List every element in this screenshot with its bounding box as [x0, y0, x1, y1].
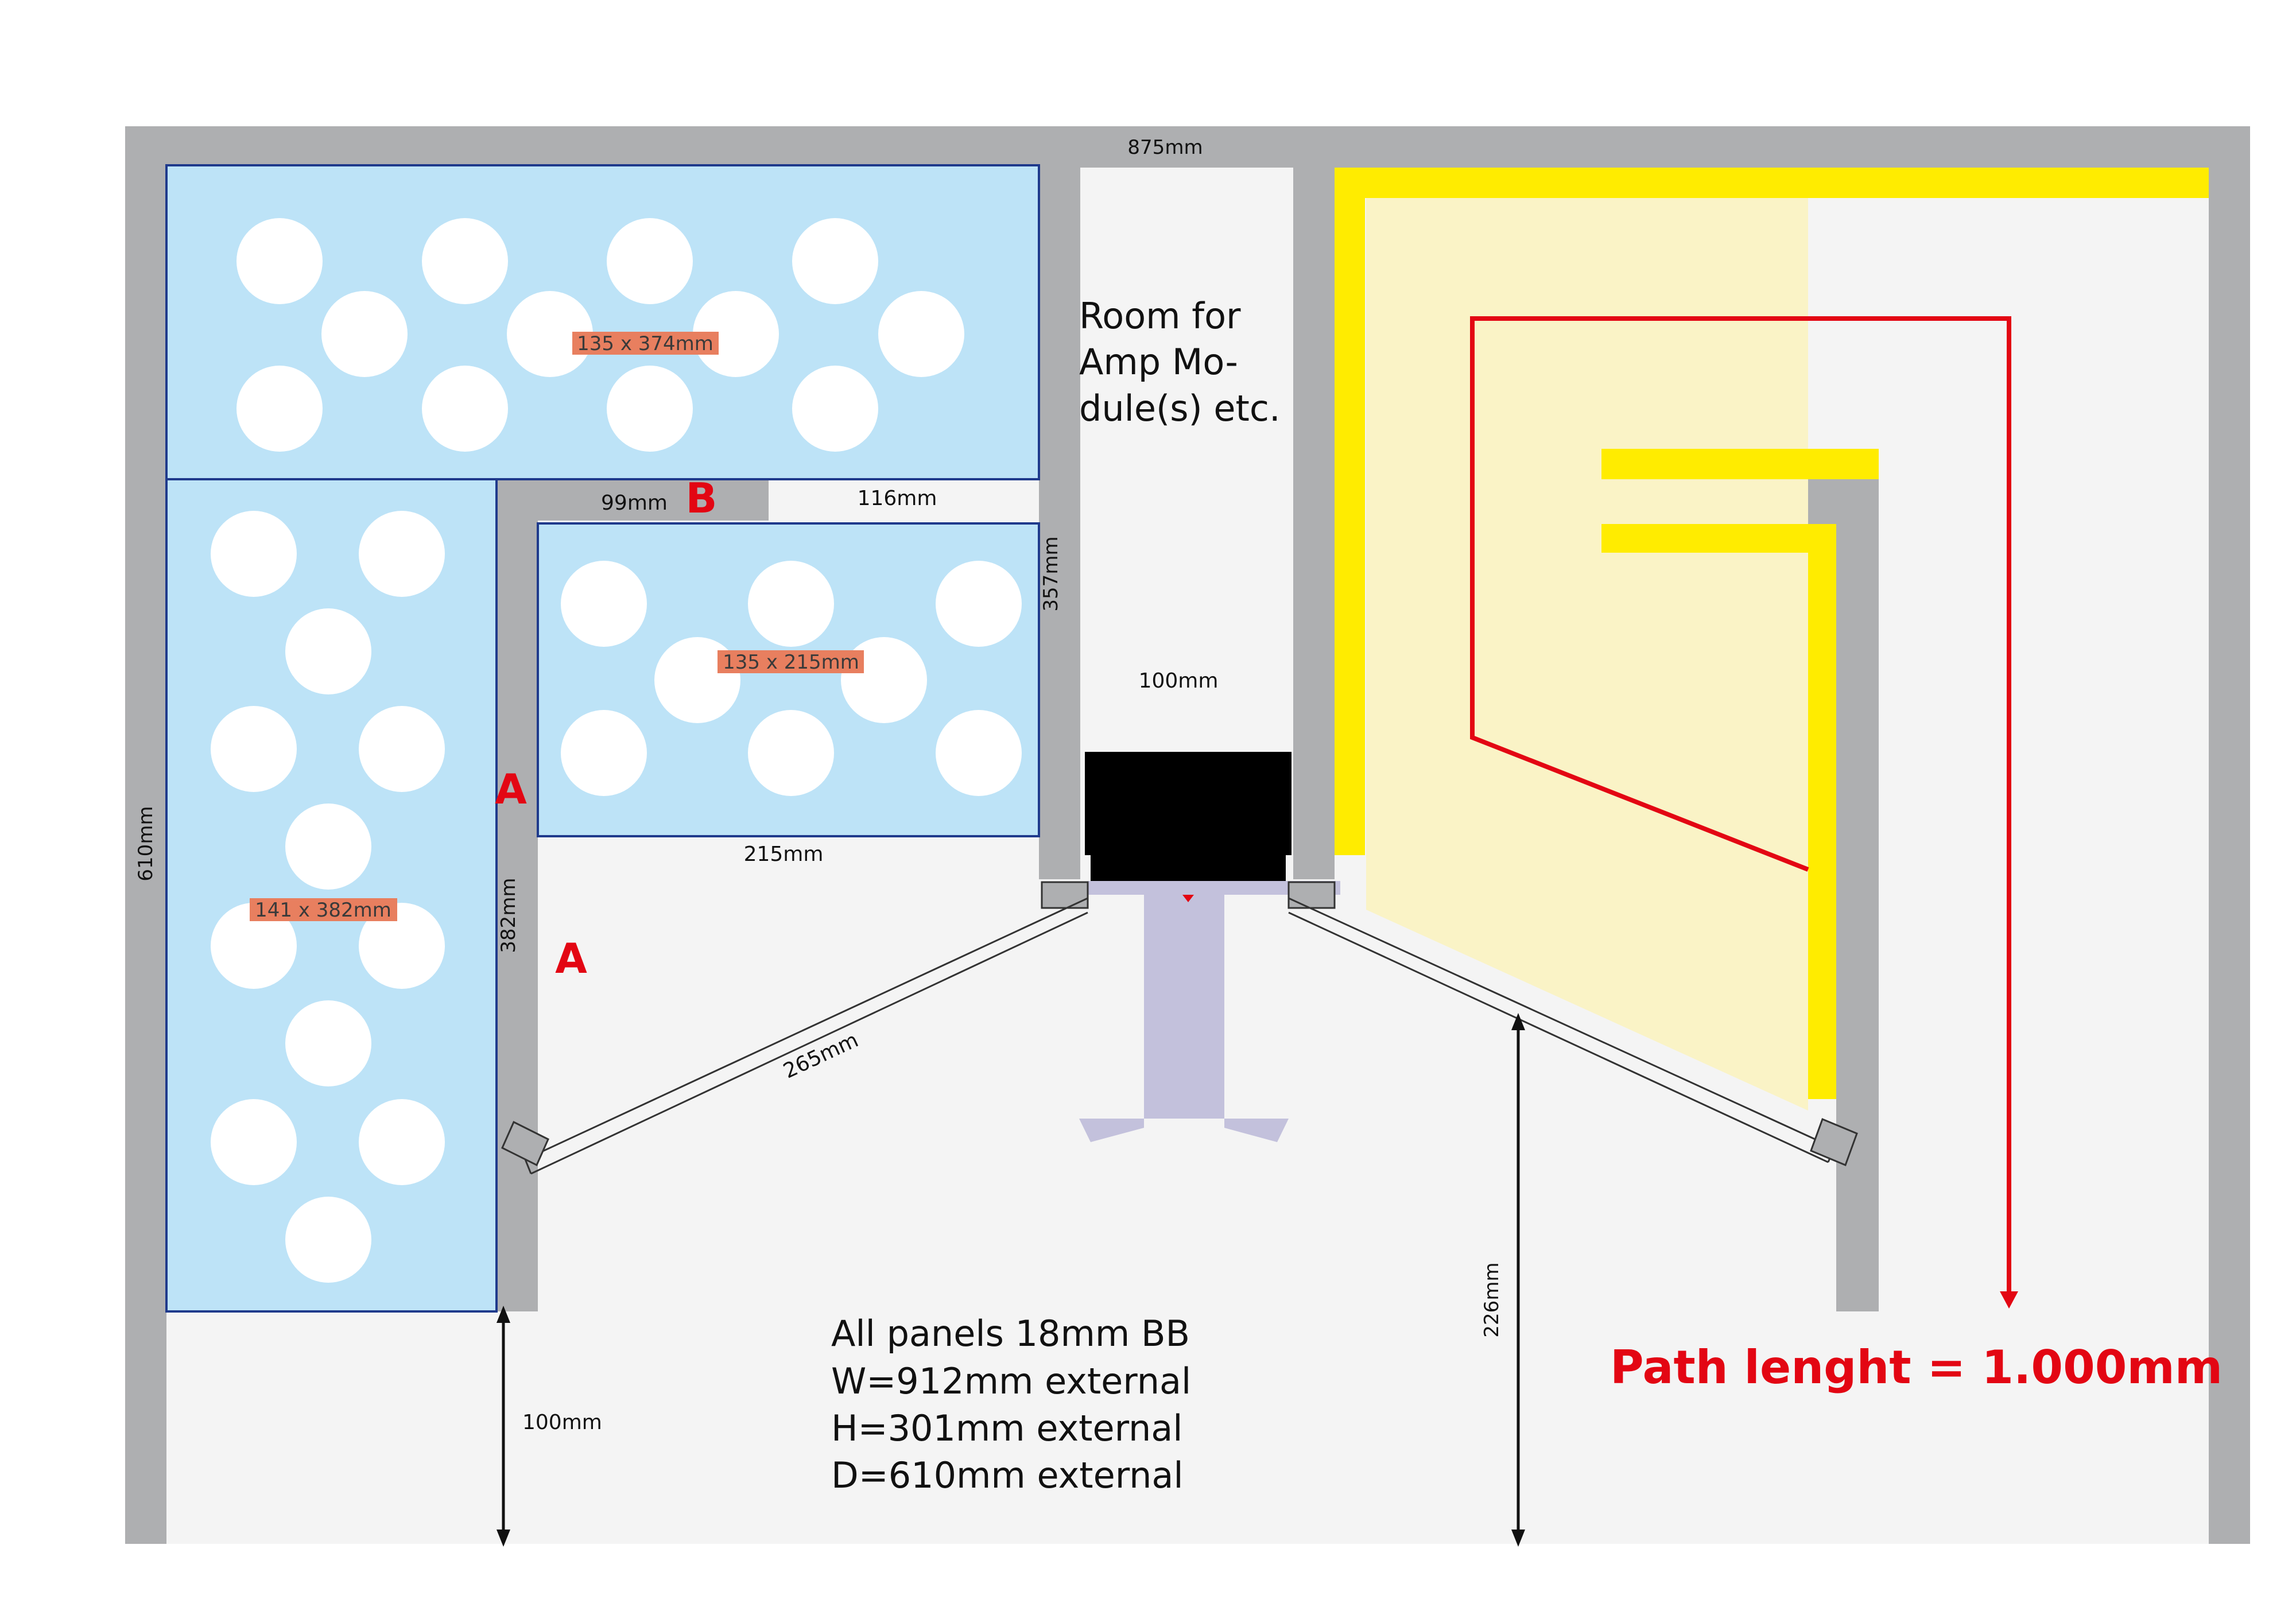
hole — [321, 291, 408, 377]
right-wall — [2209, 126, 2250, 1544]
dim-arrow-left-head-bottom — [497, 1530, 510, 1547]
speaker-driver — [1085, 752, 1292, 855]
spec-line-4: D=610mm external — [831, 1454, 1184, 1496]
hole — [285, 608, 371, 694]
light-yellow-absorber — [1366, 198, 1808, 1111]
stand-foot-left — [1079, 1119, 1144, 1142]
dim-bottom-gap-left: 100mm — [522, 1411, 602, 1434]
hole — [285, 1197, 371, 1283]
dim-arrow-right-head-bottom — [1511, 1530, 1525, 1547]
dim-inner-width: 215mm — [744, 843, 824, 866]
path-length-route — [1470, 316, 2011, 1297]
speaker-driver-lip — [1091, 855, 1286, 881]
yellow-lining-left — [1335, 168, 1365, 855]
label-bg-left — [250, 898, 397, 921]
room-note-line-3: dule(s) etc. — [1079, 387, 1281, 429]
hole — [422, 366, 508, 452]
hole — [359, 706, 445, 792]
right-vertical-baffle — [1836, 479, 1879, 1311]
absorber-holes — [211, 218, 1022, 1283]
hole — [211, 1099, 297, 1185]
hole — [561, 710, 647, 796]
dim-arrow-left-head-top — [497, 1306, 510, 1323]
slot-left-partition — [1039, 168, 1080, 879]
yellow-lining-baffle-side — [1808, 524, 1836, 1099]
panel-label-top: 135 x 374mm — [577, 332, 713, 355]
dim-slot-height: 357mm — [1040, 536, 1062, 611]
yellow-lining-top — [1335, 168, 2209, 198]
label-bg-middle — [718, 650, 864, 673]
hole — [792, 366, 878, 452]
path-length-label: Path lenght = 1.000mm — [1610, 1341, 2223, 1394]
yellow-lining-baffle-under — [1601, 524, 1836, 553]
hole — [841, 637, 927, 723]
dim-left-height: 610mm — [134, 806, 157, 881]
spec-line-2: W=912mm external — [831, 1360, 1191, 1402]
hole — [936, 710, 1022, 796]
room-note-line-2: Amp Mo- — [1079, 341, 1238, 383]
top-wall — [125, 126, 2209, 168]
hole — [507, 291, 593, 377]
hole — [236, 218, 323, 304]
spec-line-3: H=301mm external — [831, 1407, 1183, 1449]
hole — [561, 561, 647, 647]
marker-a-upper: A — [495, 765, 527, 813]
hole — [422, 218, 508, 304]
hole — [748, 561, 834, 647]
dim-gap-116: 116mm — [858, 487, 937, 510]
spec-line-1: All panels 18mm BB — [831, 1313, 1190, 1354]
hole — [236, 366, 323, 452]
slot-right-partition — [1293, 168, 1335, 879]
dim-arrow-right-head-top — [1511, 1013, 1525, 1030]
hole — [211, 511, 297, 597]
hole — [936, 561, 1022, 647]
driver-marker — [1182, 895, 1194, 902]
marker-b: B — [686, 474, 718, 522]
dim-panel-b: 99mm — [601, 491, 668, 515]
panel-label-middle: 135 x 215mm — [723, 651, 859, 674]
dim-driver-width: 100mm — [1139, 669, 1219, 693]
dim-top-width: 875mm — [1127, 136, 1203, 159]
marker-a-lower: A — [555, 934, 587, 983]
hole — [285, 804, 371, 890]
hole — [693, 291, 779, 377]
path-arrow-head — [2000, 1291, 2018, 1309]
left-angled-baffle — [501, 881, 1089, 1175]
hole — [607, 218, 693, 304]
label-bg-top — [572, 332, 719, 355]
panel-label-left: 141 x 382mm — [255, 899, 391, 922]
shelf-b — [538, 479, 769, 521]
hole — [748, 710, 834, 796]
left-wall — [125, 126, 166, 1544]
hole — [359, 511, 445, 597]
hole — [878, 291, 964, 377]
stand-foot-right — [1224, 1119, 1289, 1142]
room-note-line-1: Room for — [1079, 295, 1241, 337]
yellow-lining-baffle-top — [1601, 449, 1879, 479]
hole — [654, 637, 740, 723]
hole — [211, 903, 297, 989]
hole — [359, 903, 445, 989]
hole — [792, 218, 878, 304]
absorber-panel-left — [165, 478, 498, 1313]
hole — [285, 1000, 371, 1086]
hole — [607, 366, 693, 452]
hole — [211, 706, 297, 792]
stand-column — [1144, 895, 1224, 1119]
right-angled-baffle — [1287, 881, 1858, 1166]
hole — [359, 1099, 445, 1185]
dim-divider-height: 382mm — [497, 878, 520, 953]
dim-bottom-gap-right: 226mm — [1480, 1262, 1503, 1337]
